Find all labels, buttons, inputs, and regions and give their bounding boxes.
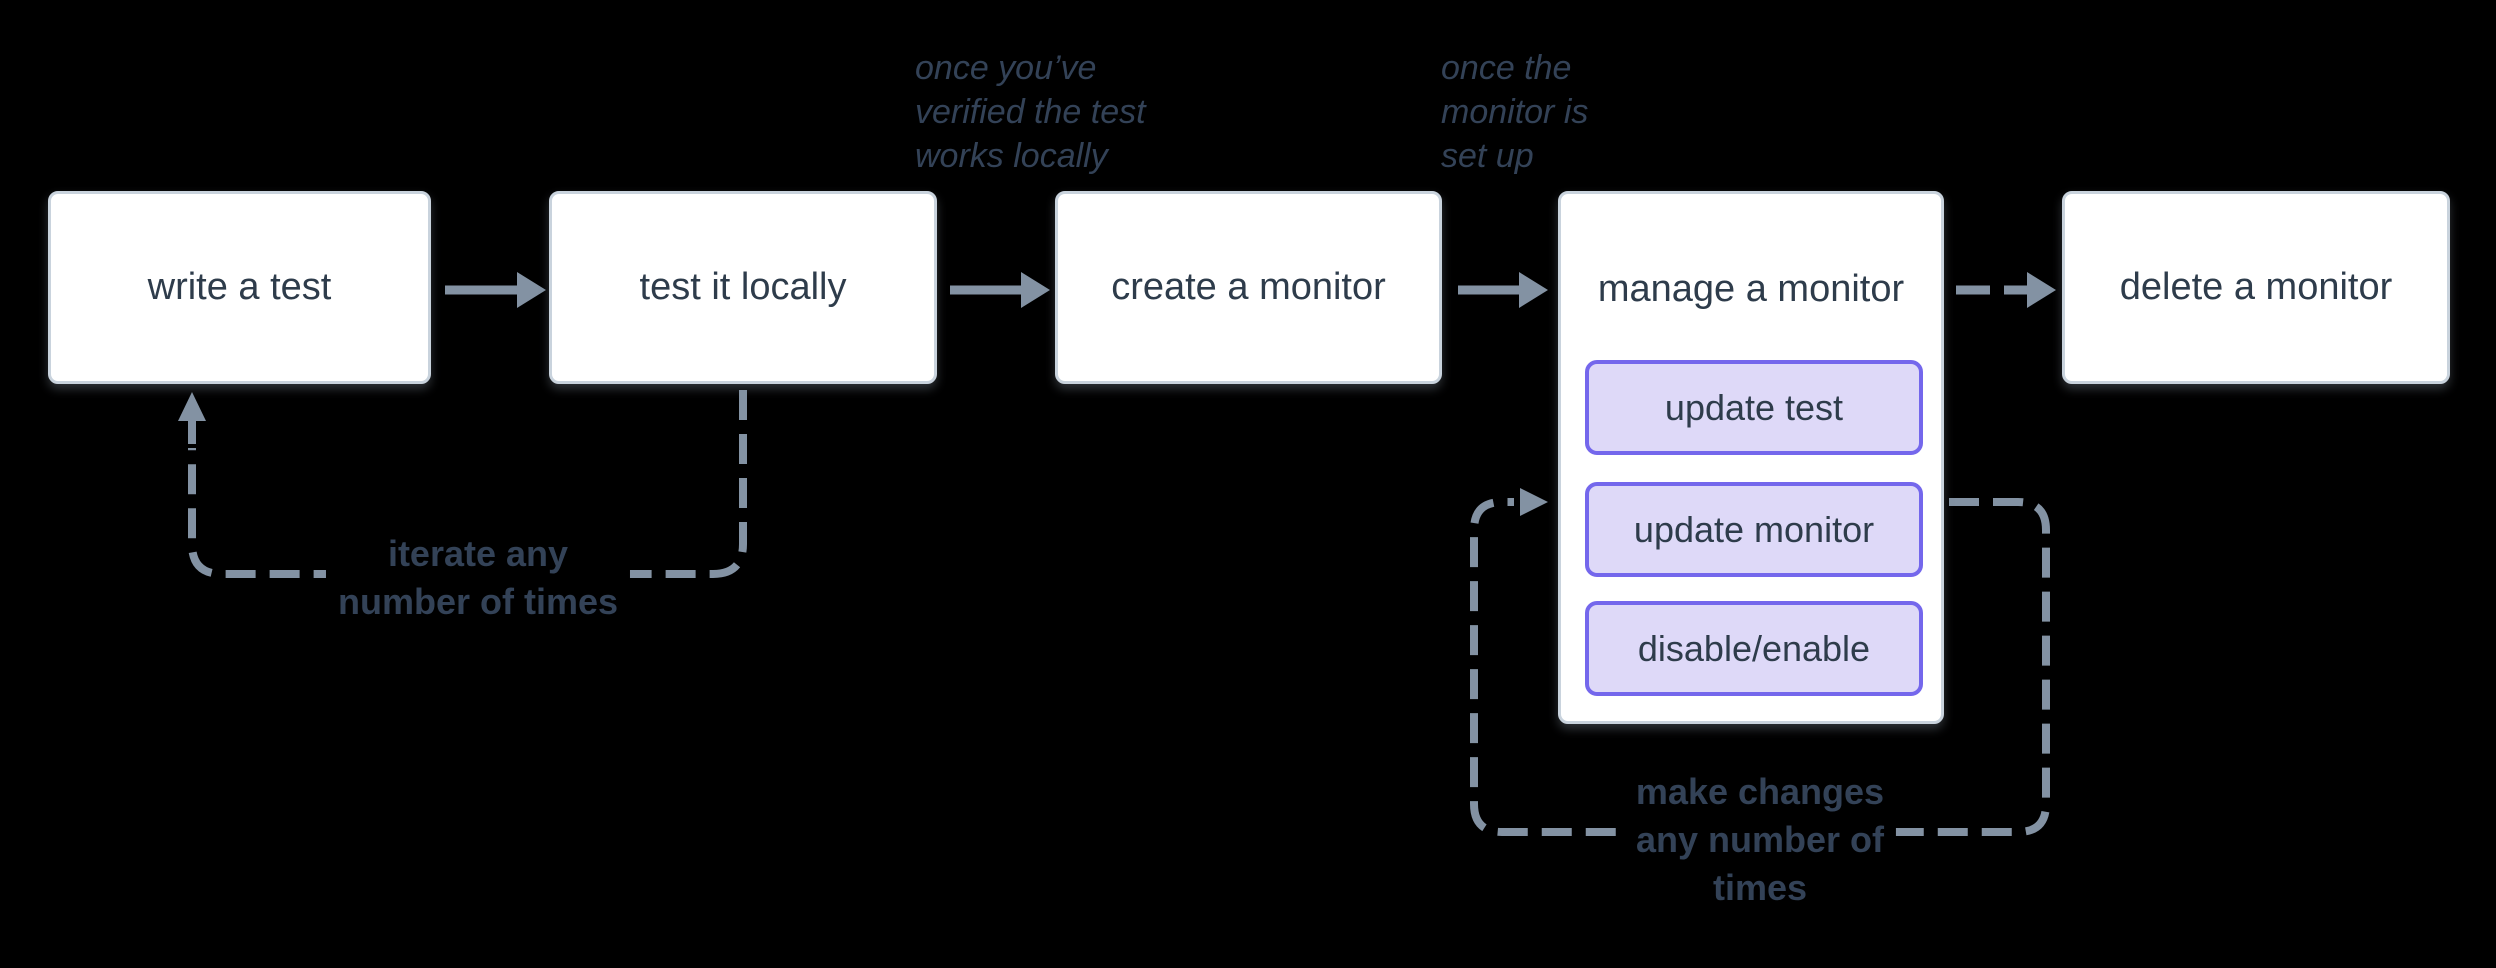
- flow-node-write-test-label: write a test: [147, 266, 332, 308]
- arrow-manage-to-delete: [1956, 272, 2056, 308]
- flow-node-delete-monitor: delete a monitor: [2062, 191, 2450, 384]
- loop-label-make-changes-line2: any number of: [1635, 819, 1885, 860]
- subnode-update-test: update test: [1585, 360, 1923, 455]
- annotation-once-setup-line3: set up: [1441, 137, 1534, 175]
- flow-node-delete-monitor-label: delete a monitor: [2119, 266, 2393, 308]
- subnode-disable-enable-label: disable/enable: [1637, 627, 1871, 669]
- loop-label-iterate: iterate any number of times: [325, 526, 631, 630]
- flow-node-manage-monitor: manage a monitor update test update moni…: [1558, 191, 1944, 724]
- annotation-once-setup-line1: once the: [1441, 49, 1572, 87]
- annotation-once-verified-line1: once you’ve: [915, 49, 1097, 87]
- loop-label-make-changes-line1: make changes: [1635, 771, 1885, 812]
- flow-node-test-locally: test it locally: [549, 191, 937, 384]
- flow-node-manage-monitor-header: manage a monitor: [1561, 194, 1941, 384]
- arrow-test-to-create: [950, 272, 1050, 308]
- loop-make-changes-path: [1470, 488, 2050, 836]
- subnode-update-test-label: update test: [1664, 386, 1844, 428]
- subnode-disable-enable: disable/enable: [1585, 601, 1923, 696]
- flow-node-test-locally-label: test it locally: [639, 266, 847, 308]
- annotation-once-verified: once you’ve verified the test works loca…: [915, 46, 1146, 178]
- subnode-update-monitor-label: update monitor: [1633, 508, 1875, 550]
- annotation-once-setup-line2: monitor is: [1441, 93, 1589, 131]
- loop-label-iterate-line2: number of times: [337, 581, 619, 622]
- flow-node-manage-monitor-label: manage a monitor: [1597, 267, 1905, 310]
- loop-label-make-changes: make changes any number of times: [1623, 764, 1897, 916]
- loop-label-iterate-line1: iterate any: [387, 533, 569, 574]
- flow-node-write-test: write a test: [48, 191, 431, 384]
- annotation-once-setup: once the monitor is set up: [1441, 46, 1588, 178]
- flow-node-create-monitor-label: create a monitor: [1111, 266, 1386, 308]
- annotation-once-verified-line2: verified the test: [915, 93, 1146, 131]
- flow-node-create-monitor: create a monitor: [1055, 191, 1442, 384]
- annotation-once-verified-line3: works locally: [915, 137, 1108, 175]
- subnode-update-monitor: update monitor: [1585, 482, 1923, 577]
- arrow-write-to-test: [445, 272, 546, 308]
- loop-label-make-changes-line3: times: [1712, 867, 1808, 908]
- arrow-create-to-manage: [1458, 272, 1548, 308]
